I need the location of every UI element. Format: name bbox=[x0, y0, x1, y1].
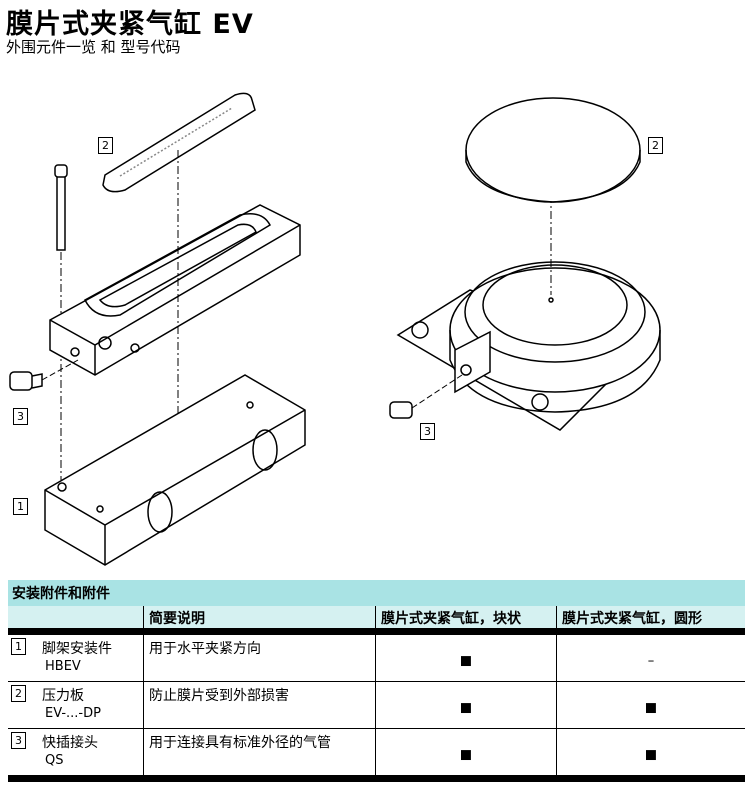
foot-mounting-block bbox=[44, 374, 306, 566]
availability-round: – bbox=[647, 653, 655, 669]
block-cylinder bbox=[49, 150, 301, 450]
item-code: HBEV bbox=[45, 659, 81, 674]
round-cylinder bbox=[396, 195, 661, 431]
table-row: 2 压力板 EV-...-DP 防止膜片受到外部损害 ■ ■ bbox=[8, 682, 745, 729]
item-name: 压力板 bbox=[42, 688, 84, 704]
item-number: 1 bbox=[11, 638, 26, 655]
item-number: 2 bbox=[11, 685, 26, 702]
table-row: 1 脚架安装件 HBEV 用于水平夹紧方向 ■ – bbox=[8, 635, 745, 682]
availability-round: ■ bbox=[644, 700, 658, 716]
callout-label: 2 bbox=[648, 137, 663, 154]
push-in-fitting-right bbox=[389, 330, 491, 419]
item-code: EV-...-DP bbox=[45, 706, 101, 721]
callout-label: 3 bbox=[420, 423, 435, 440]
item-description: 用于连接具有标准外径的气管 bbox=[143, 729, 375, 775]
column-header: 膜片式夹紧气缸，圆形 bbox=[556, 606, 745, 628]
table-section-title: 安装附件和附件 bbox=[8, 580, 745, 606]
push-in-fitting-left bbox=[9, 359, 79, 391]
table-header-row: 简要说明 膜片式夹紧气缸，块状 膜片式夹紧气缸，圆形 bbox=[8, 606, 745, 628]
column-header bbox=[8, 606, 143, 628]
availability-block: ■ bbox=[459, 747, 473, 763]
callout-label: 2 bbox=[98, 137, 113, 154]
item-description: 用于水平夹紧方向 bbox=[143, 635, 375, 681]
divider bbox=[8, 775, 745, 782]
pressure-plate-block bbox=[102, 92, 256, 193]
accessories-table: 安装附件和附件 简要说明 膜片式夹紧气缸，块状 膜片式夹紧气缸，圆形 1 脚架安装… bbox=[8, 580, 745, 782]
callout-label: 3 bbox=[13, 408, 28, 425]
page-title: 膜片式夹紧气缸 EV bbox=[6, 9, 254, 40]
peripherals-illustration bbox=[9, 92, 661, 566]
page-subtitle: 外围元件一览 和 型号代码 bbox=[6, 38, 181, 56]
column-header: 简要说明 bbox=[143, 606, 375, 628]
screw bbox=[54, 164, 68, 480]
divider bbox=[8, 628, 745, 635]
callout-label: 1 bbox=[13, 498, 28, 515]
item-name: 脚架安装件 bbox=[42, 641, 112, 657]
column-header: 膜片式夹紧气缸，块状 bbox=[375, 606, 556, 628]
availability-round: ■ bbox=[644, 747, 658, 763]
round-pressure-plate bbox=[465, 97, 641, 203]
availability-block: ■ bbox=[459, 653, 473, 669]
item-code: QS bbox=[45, 753, 64, 768]
table-row: 3 快插接头 QS 用于连接具有标准外径的气管 ■ ■ bbox=[8, 729, 745, 775]
item-number: 3 bbox=[11, 732, 26, 749]
item-description: 防止膜片受到外部损害 bbox=[143, 682, 375, 728]
item-name: 快插接头 bbox=[42, 735, 98, 751]
availability-block: ■ bbox=[459, 700, 473, 716]
